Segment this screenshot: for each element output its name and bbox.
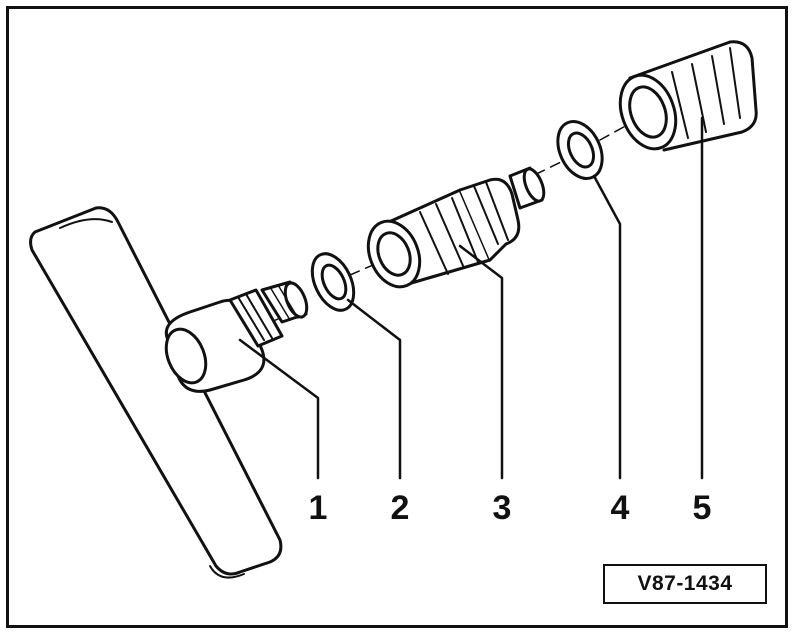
callout-5: 5 xyxy=(692,489,712,527)
reference-code: V87-1434 xyxy=(637,572,733,595)
callout-3: 3 xyxy=(492,489,512,527)
part-1-handle-adapter xyxy=(29,206,309,579)
part-2-washer xyxy=(310,252,356,312)
part-4-washer xyxy=(556,120,604,180)
callout-1: 1 xyxy=(308,489,328,527)
leader-lines xyxy=(238,116,704,480)
callout-2: 2 xyxy=(390,489,410,527)
part-3-sleeve xyxy=(366,166,546,289)
part-5-knurled-cap xyxy=(618,40,758,152)
callout-4: 4 xyxy=(610,489,630,527)
reference-code-box: V87-1434 xyxy=(603,564,767,604)
